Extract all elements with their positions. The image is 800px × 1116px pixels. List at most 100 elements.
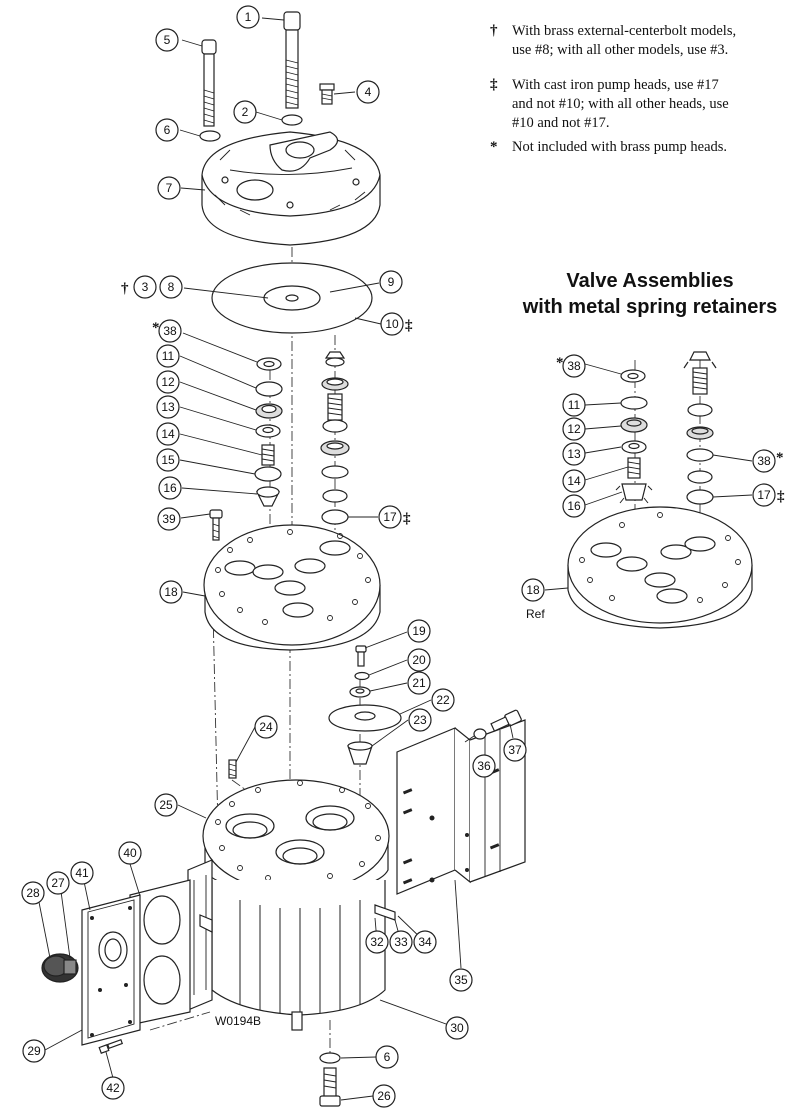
svg-text:18: 18 <box>526 583 540 597</box>
cover-plate-part-29 <box>81 894 141 1046</box>
double-dagger-symbol: ‡ <box>490 77 498 93</box>
valve-plate-part-18 <box>203 524 381 651</box>
valve-stack-right <box>320 351 350 525</box>
callout-4: 4 <box>356 80 380 104</box>
callout-33: 33 <box>389 930 413 954</box>
svg-text:2: 2 <box>242 105 249 119</box>
note-centerbolt: † With brass external-centerbolt models,… <box>490 22 800 62</box>
note-text: With cast iron pump heads, use #17 and n… <box>512 77 729 131</box>
svg-text:19: 19 <box>412 624 426 638</box>
svg-text:20: 20 <box>412 653 426 667</box>
footnote-marks: † ‡ ‡ ‡ * * * <box>121 281 785 527</box>
screw-part-39 <box>209 509 223 541</box>
svg-text:38: 38 <box>567 359 581 373</box>
diaphragm-part-9 <box>211 262 373 334</box>
callout-38: 38 <box>158 319 182 343</box>
bolt-part-26 <box>319 1067 341 1107</box>
callout-18: 18 <box>159 580 183 604</box>
pump-body-part-25 <box>187 779 396 1031</box>
setscrew-part-24 <box>228 759 237 779</box>
inset-callout-12: 12 <box>562 417 586 441</box>
diaphragm-center-parts <box>328 645 402 765</box>
callout-7: 7 <box>157 176 181 200</box>
washer-part-36 <box>473 728 487 740</box>
inset-callout-11: 11 <box>562 393 586 417</box>
inset-valve-stack-right <box>683 351 717 505</box>
svg-text:8: 8 <box>168 280 175 294</box>
callout-29: 29 <box>22 1039 46 1063</box>
plug-part-4 <box>319 83 335 105</box>
callout-1: 1 <box>236 5 260 29</box>
svg-text:36: 36 <box>477 759 491 773</box>
note-cast-iron: ‡ With cast iron pump heads, use #17 and… <box>490 76 800 134</box>
pump-head-part-7 <box>201 131 381 246</box>
callout-22: 22 <box>431 688 455 712</box>
note-text: With brass external-centerbolt models, u… <box>512 23 737 58</box>
svg-text:38: 38 <box>163 324 177 338</box>
asterisk-symbol: * <box>490 139 498 155</box>
note-brass: * Not included with brass pump heads. <box>490 138 800 158</box>
callout-16: 16 <box>158 476 182 500</box>
valve-assemblies-title: Valve Assemblies with metal spring retai… <box>500 268 800 320</box>
inset-callout-13: 13 <box>562 442 586 466</box>
callout-39: 39 <box>157 507 181 531</box>
svg-text:7: 7 <box>166 181 173 195</box>
gasket-part-40 <box>129 879 191 1026</box>
washer-part-6 <box>199 130 221 142</box>
double-dagger-mark: ‡ <box>403 511 411 527</box>
callout-9: 9 <box>379 270 403 294</box>
inset-valve-stack-left <box>615 369 653 504</box>
callout-10: 10 <box>380 312 404 336</box>
valve-stack-left <box>254 357 283 507</box>
callout-2: 2 <box>233 100 257 124</box>
bolt-part-37 <box>490 709 522 732</box>
screw-part-42 <box>98 1038 124 1054</box>
inset-callout-16: 16 <box>562 494 586 518</box>
asterisk-mark: * <box>556 355 564 371</box>
svg-text:42: 42 <box>106 1081 120 1095</box>
asterisk-mark: * <box>776 450 784 466</box>
svg-text:11: 11 <box>162 349 175 363</box>
inset-callout-38: 38 <box>562 354 586 378</box>
callout-20: 20 <box>407 648 431 672</box>
svg-text:13: 13 <box>161 400 175 414</box>
svg-text:33: 33 <box>394 935 408 949</box>
callout-41: 41 <box>70 861 94 885</box>
svg-text:6: 6 <box>384 1050 391 1064</box>
svg-text:10: 10 <box>385 317 399 331</box>
bolt-part-5 <box>201 39 217 127</box>
svg-text:29: 29 <box>27 1044 41 1058</box>
callout-36: 36 <box>472 754 496 778</box>
callout-42: 42 <box>101 1076 125 1100</box>
svg-text:26: 26 <box>377 1089 391 1103</box>
inset-callout-14: 14 <box>562 469 586 493</box>
svg-text:25: 25 <box>159 798 173 812</box>
svg-text:5: 5 <box>164 33 171 47</box>
svg-text:38: 38 <box>757 454 771 468</box>
svg-text:11: 11 <box>568 398 581 412</box>
ref-label: Ref <box>526 607 545 621</box>
svg-text:34: 34 <box>418 935 432 949</box>
double-dagger-mark: ‡ <box>405 318 413 334</box>
callout-19: 19 <box>407 619 431 643</box>
washer-part-6-lower <box>319 1052 341 1064</box>
asterisk-mark: * <box>152 320 160 336</box>
callout-11: 11 <box>156 344 180 368</box>
note-text: Not included with brass pump heads. <box>512 139 728 155</box>
inset-callout-18: 18 <box>521 578 545 602</box>
svg-text:1: 1 <box>245 10 252 24</box>
callout-5: 5 <box>155 28 179 52</box>
part-callouts: 1 5 4 2 6 7 3 8 9 10 38 11 12 13 14 15 1… <box>21 5 776 1108</box>
svg-text:41: 41 <box>75 866 89 880</box>
svg-text:16: 16 <box>567 499 581 513</box>
callout-3: 3 <box>133 275 157 299</box>
callout-24: 24 <box>254 715 278 739</box>
washer-part-2 <box>281 114 303 126</box>
svg-text:22: 22 <box>436 693 450 707</box>
callout-15: 15 <box>156 448 180 472</box>
callout-27: 27 <box>46 871 70 895</box>
callout-30: 30 <box>445 1016 469 1040</box>
svg-text:3: 3 <box>142 280 149 294</box>
svg-text:27: 27 <box>51 876 65 890</box>
